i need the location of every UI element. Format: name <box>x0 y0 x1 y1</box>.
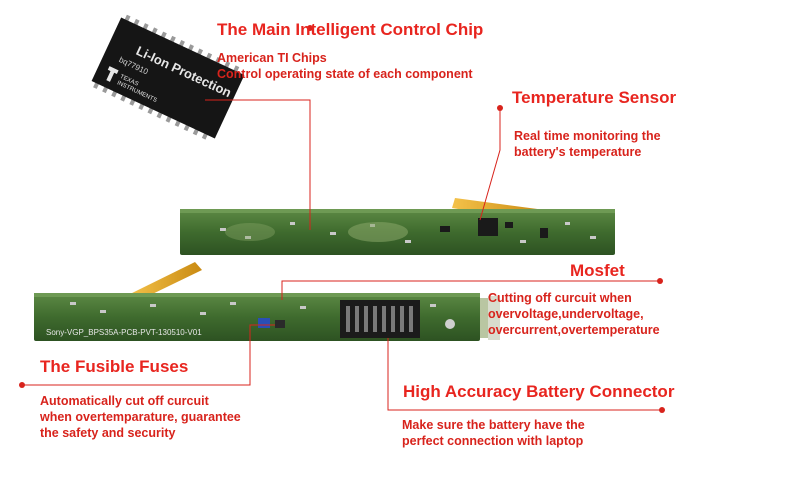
chip-callout-line: Control operating state of each componen… <box>217 67 473 81</box>
temperature-callout-title: Temperature Sensor <box>512 88 677 107</box>
leader-fuses-dot <box>19 382 25 388</box>
temperature-callout-desc: Real time monitoring the battery's tempe… <box>514 128 661 160</box>
battery-connector <box>340 300 420 338</box>
ti-logo-icon <box>106 66 119 82</box>
mosfet-callout-line: overcurrent,overtemperature <box>488 323 660 337</box>
chip-callout-title: The Main Intelligent Control Chip <box>217 20 484 39</box>
fuses-callout-line: the safety and security <box>40 426 176 440</box>
connector-callout-line: perfect connection with laptop <box>402 434 584 448</box>
fuses-callout-line: when overtemparature, guarantee <box>40 410 241 424</box>
connector-callout-title: High Accuracy Battery Connector <box>403 382 675 401</box>
leader-mosfet <box>281 280 660 300</box>
chip-callout-line: American TI Chips <box>217 51 327 65</box>
lower-pcb: Sony-VGP_BPS35A-PCB-PVT-130510-V01 <box>34 262 500 341</box>
chip-callout-desc: American TI Chips Control operating stat… <box>217 50 473 82</box>
leader-chip <box>205 99 311 230</box>
fuses-callout-title: The Fusible Fuses <box>40 357 189 376</box>
leader-connector <box>387 338 662 411</box>
mosfet-callout-title: Mosfet <box>570 261 625 280</box>
lower-pcb-silkscreen: Sony-VGP_BPS35A-PCB-PVT-130510-V01 <box>46 328 202 337</box>
leader-connector-dot <box>659 407 665 413</box>
leader-fuses <box>22 324 275 386</box>
temperature-callout-line: Real time monitoring the <box>514 129 661 143</box>
ti-chip: Li-Ion Protection bq77910 TEXAS INSTRUME… <box>91 14 245 140</box>
leader-temperature-dot <box>497 105 503 111</box>
upper-pcb <box>180 198 615 255</box>
temperature-callout-line: battery's temperature <box>514 145 642 159</box>
mosfet-callout-line: Cutting off curcuit when <box>488 291 632 305</box>
fuses-callout-line: Automatically cut off curcuit <box>40 394 209 408</box>
connector-callout-desc: Make sure the battery have the perfect c… <box>402 417 585 449</box>
fuses-callout-desc: Automatically cut off curcuit when overt… <box>40 393 241 441</box>
mosfet-callout-desc: Cutting off curcuit when overvoltage,und… <box>488 290 660 338</box>
leader-mosfet-dot <box>657 278 663 284</box>
connector-callout-line: Make sure the battery have the <box>402 418 585 432</box>
leader-temperature <box>479 108 501 221</box>
leader-chip-dot <box>307 25 313 31</box>
mosfet-callout-line: overvoltage,undervoltage, <box>488 307 644 321</box>
